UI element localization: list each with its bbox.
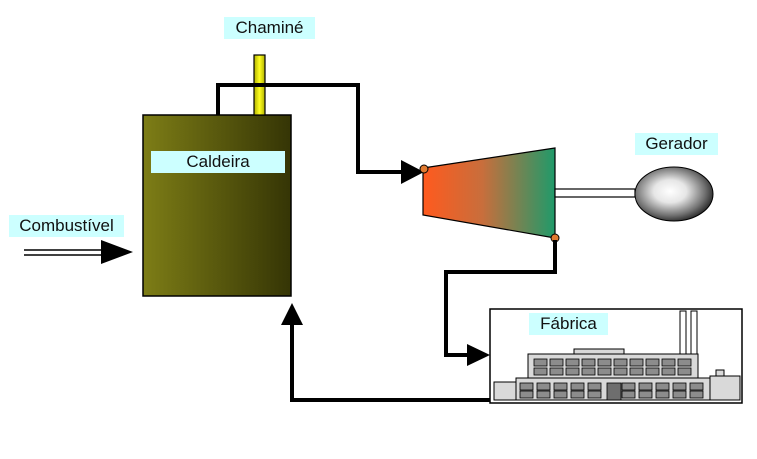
factory-window bbox=[661, 367, 676, 376]
factory-window bbox=[645, 358, 660, 367]
boiler bbox=[142, 114, 292, 297]
factory-window bbox=[655, 390, 670, 399]
steam-pipe bbox=[216, 83, 404, 174]
return-arrowhead bbox=[281, 303, 303, 325]
exhaust-pipe bbox=[444, 240, 557, 357]
factory-arrowhead bbox=[467, 344, 490, 366]
factory-windows bbox=[519, 358, 704, 401]
turbine-inlet-node bbox=[419, 164, 429, 174]
factory-window bbox=[536, 382, 551, 391]
factory-window bbox=[621, 390, 636, 399]
fuel-arrowhead bbox=[101, 240, 133, 264]
factory-window bbox=[549, 367, 564, 376]
factory-window bbox=[553, 390, 568, 399]
return-pipe bbox=[290, 322, 491, 402]
fuel-label: Combustível bbox=[9, 215, 124, 237]
factory-window bbox=[638, 390, 653, 399]
factory-window bbox=[689, 390, 704, 399]
factory-window bbox=[613, 358, 628, 367]
factory-window bbox=[587, 382, 602, 391]
generator-shaft bbox=[554, 188, 636, 198]
factory-window bbox=[519, 382, 534, 391]
factory-window bbox=[565, 367, 580, 376]
factory-window bbox=[519, 390, 534, 399]
factory-window bbox=[677, 358, 692, 367]
factory-window bbox=[533, 358, 548, 367]
factory-window bbox=[536, 390, 551, 399]
steam-arrowhead bbox=[401, 160, 424, 184]
factory-window bbox=[581, 367, 596, 376]
factory-window bbox=[553, 382, 568, 391]
turbine bbox=[422, 147, 556, 239]
factory-door bbox=[606, 382, 622, 401]
factory-window bbox=[655, 382, 670, 391]
factory-window bbox=[629, 358, 644, 367]
factory-window bbox=[629, 367, 644, 376]
factory-window bbox=[565, 358, 580, 367]
factory-window bbox=[621, 382, 636, 391]
factory-window bbox=[581, 358, 596, 367]
generator bbox=[634, 166, 714, 222]
factory-window bbox=[613, 367, 628, 376]
factory-window bbox=[597, 367, 612, 376]
chimney-label: Chaminé bbox=[224, 17, 315, 39]
factory-window bbox=[549, 358, 564, 367]
factory-window bbox=[672, 382, 687, 391]
factory-window bbox=[597, 358, 612, 367]
factory-window bbox=[570, 390, 585, 399]
boiler-label: Caldeira bbox=[151, 151, 285, 173]
factory-window bbox=[638, 382, 653, 391]
factory-window bbox=[677, 367, 692, 376]
factory-label: Fábrica bbox=[529, 313, 608, 335]
factory-window bbox=[689, 382, 704, 391]
factory-window bbox=[587, 390, 602, 399]
factory-window bbox=[570, 382, 585, 391]
factory-window bbox=[533, 367, 548, 376]
factory-window bbox=[661, 358, 676, 367]
factory-window bbox=[645, 367, 660, 376]
factory-window bbox=[672, 390, 687, 399]
generator-label: Gerador bbox=[635, 133, 718, 155]
